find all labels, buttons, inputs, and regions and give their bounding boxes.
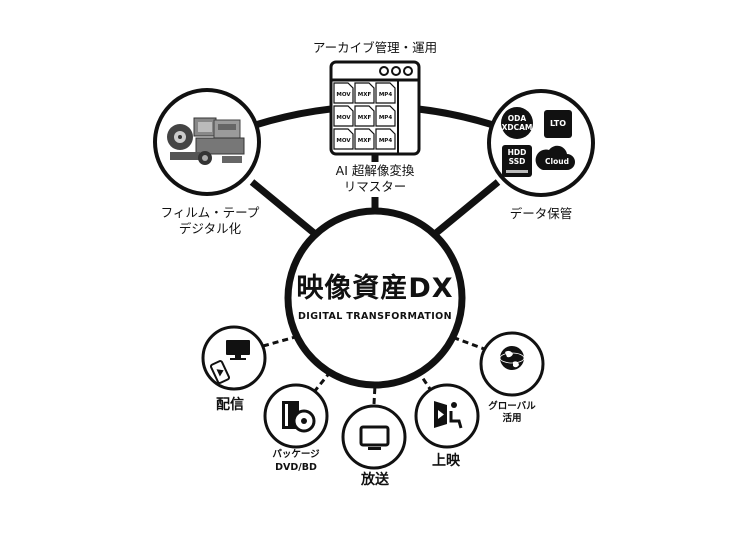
file-format-label: MXF: [358, 115, 372, 121]
file-icon-shape: [354, 82, 375, 104]
file-icon: MP4: [375, 82, 396, 104]
file-icon-shape: [333, 105, 354, 127]
connector-storage: [427, 179, 501, 241]
archive-label: アーカイブ管理・運用: [312, 40, 438, 55]
file-icon: MXF: [354, 105, 375, 127]
file-icon: MOV: [333, 105, 354, 127]
hdd-slot: [506, 170, 528, 173]
file-format-label: MOV: [336, 115, 351, 121]
connector-film: [249, 179, 323, 241]
cloud-text: Cloud: [545, 157, 569, 166]
dash-global: [443, 332, 488, 352]
file-format-label: MP4: [379, 138, 393, 144]
film-equipment-image: [167, 117, 245, 165]
file-icon-shape: [375, 105, 396, 127]
file-format-label: MXF: [358, 138, 372, 144]
hdd-text: HDD: [507, 148, 527, 157]
globe-icon: [499, 346, 525, 370]
package-label-line2: DVD/BD: [275, 461, 317, 473]
film-label-line2: デジタル化: [178, 220, 242, 236]
archive-window-icon: [329, 60, 421, 156]
file-format-label: MOV: [336, 92, 351, 98]
film-label: フィルム・テープ デジタル化: [150, 205, 270, 236]
storage-label: データ保管: [509, 206, 573, 221]
broadcast-label: 放送: [361, 472, 389, 488]
xdcam-text: XDCAM: [501, 122, 533, 132]
package-label-line1: パッケージ: [272, 449, 320, 460]
file-format-label: MP4: [379, 115, 393, 121]
global-label-line2: 活用: [502, 413, 522, 425]
screening-label: 上映: [432, 453, 460, 469]
hdd-ssd-text: HDD SSD: [502, 148, 532, 166]
file-icon: MXF: [354, 128, 375, 150]
smartphone-icon: [209, 360, 231, 384]
cinema-icon: [434, 401, 463, 429]
file-format-label: MP4: [379, 92, 393, 98]
oda-xdcam-text: ODA XDCAM: [500, 114, 534, 132]
file-icon-shape: [333, 128, 354, 150]
file-icon-shape: [354, 128, 375, 150]
center-circle: [284, 207, 466, 389]
disc-package-icon: [282, 401, 316, 433]
file-icon-shape: [333, 82, 354, 104]
file-icon: MP4: [375, 105, 396, 127]
storage-node-circle: [487, 89, 595, 197]
file-icon: MOV: [333, 82, 354, 104]
ai-remaster-line2: リマスター: [343, 178, 407, 194]
file-format-label: MXF: [358, 92, 372, 98]
center-title: 映像資産DX: [296, 273, 454, 304]
lto-cartridge-icon: [544, 110, 572, 138]
file-icon-shape: [375, 82, 396, 104]
distribution-label: 配信: [216, 397, 244, 413]
oda-text: ODA: [507, 114, 527, 123]
package-label: パッケージ DVD/BD: [258, 449, 334, 475]
hdd-icon: [502, 145, 532, 177]
file-icon-shape: [375, 128, 396, 150]
file-icon: MP4: [375, 128, 396, 150]
global-label-line1: グローバル: [488, 401, 536, 412]
cloud-icon: [535, 145, 575, 170]
film-label-line1: フィルム・テープ: [160, 205, 260, 220]
lto-text: LTO: [549, 119, 567, 128]
file-icon: MOV: [333, 128, 354, 150]
tv-icon: [359, 425, 390, 450]
file-icon: MXF: [354, 82, 375, 104]
ai-remaster-label: AI 超解像変換 リマスター: [315, 163, 435, 194]
oda-disc-icon: [501, 107, 533, 139]
file-icon-shape: [354, 105, 375, 127]
ssd-text: SSD: [508, 156, 526, 166]
ai-remaster-line1: AI 超解像変換: [335, 163, 415, 178]
dash-distribution: [262, 332, 307, 348]
global-label: グローバル 活用: [480, 401, 544, 426]
file-format-label: MOV: [336, 138, 351, 144]
center-subtitle: DIGITAL TRANSFORMATION: [298, 311, 452, 322]
monitor-icon: [226, 340, 250, 360]
